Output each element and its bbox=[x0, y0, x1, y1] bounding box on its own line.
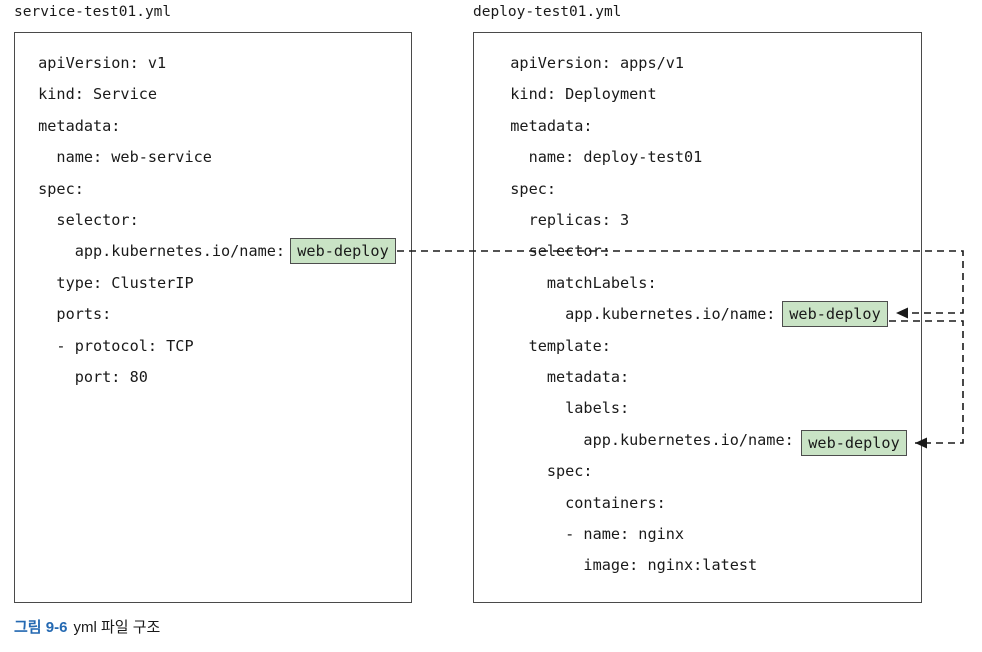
yml-line: replicas: 3 bbox=[492, 211, 630, 229]
yml-line: port: 80 bbox=[29, 368, 148, 386]
yml-line: image: nginx:latest bbox=[492, 556, 758, 575]
yml-line: spec: bbox=[29, 179, 84, 198]
yml-line: type: ClusterIP bbox=[29, 273, 194, 292]
yml-line: - name: nginx bbox=[492, 525, 685, 543]
yml-line: kind: Deployment bbox=[492, 85, 657, 104]
highlight-chip-deploy-template-labels: web-deploy bbox=[801, 430, 907, 456]
highlight-chip-deploy-matchlabels: web-deploy bbox=[782, 301, 888, 327]
yml-line: matchLabels: bbox=[492, 273, 657, 292]
yml-line: labels: bbox=[492, 399, 630, 418]
highlight-chip-service-selector: web-deploy bbox=[290, 238, 396, 264]
yml-line: name: deploy-test01 bbox=[492, 148, 703, 167]
yml-line: containers: bbox=[492, 493, 666, 512]
figure-caption-text: yml 파일 구조 bbox=[73, 619, 161, 636]
file-label-service-yml: service-test01.yml bbox=[14, 4, 172, 20]
yml-line: kind: Service bbox=[29, 85, 158, 104]
yml-line: selector: bbox=[29, 211, 139, 229]
yml-line: app.kubernetes.io/name: bbox=[492, 430, 794, 449]
yml-line: ports: bbox=[29, 305, 112, 324]
yml-line: name: web-service bbox=[29, 148, 212, 167]
yml-line: metadata: bbox=[492, 116, 593, 135]
figure-caption-number: 그림 9-6 bbox=[14, 619, 68, 636]
file-label-deploy-yml: deploy-test01.yml bbox=[473, 4, 622, 20]
yml-line: metadata: bbox=[492, 368, 630, 386]
yml-line: apiVersion: v1 bbox=[29, 54, 167, 72]
yml-line: app.kubernetes.io/name: bbox=[492, 305, 776, 324]
yml-panel-service: apiVersion: v1 kind: Service metadata: n… bbox=[14, 32, 412, 603]
yml-line: - protocol: TCP bbox=[29, 336, 194, 355]
yml-line: spec: bbox=[492, 179, 557, 198]
yml-line: metadata: bbox=[29, 116, 121, 135]
yml-line: app.kubernetes.io/name: bbox=[29, 242, 286, 261]
figure-caption: 그림 9-6 yml 파일 구조 bbox=[14, 616, 160, 637]
yml-line: selector: bbox=[492, 242, 611, 261]
yml-line: spec: bbox=[492, 462, 593, 481]
yml-line: template: bbox=[492, 336, 611, 355]
yml-line: apiVersion: apps/v1 bbox=[492, 54, 685, 72]
